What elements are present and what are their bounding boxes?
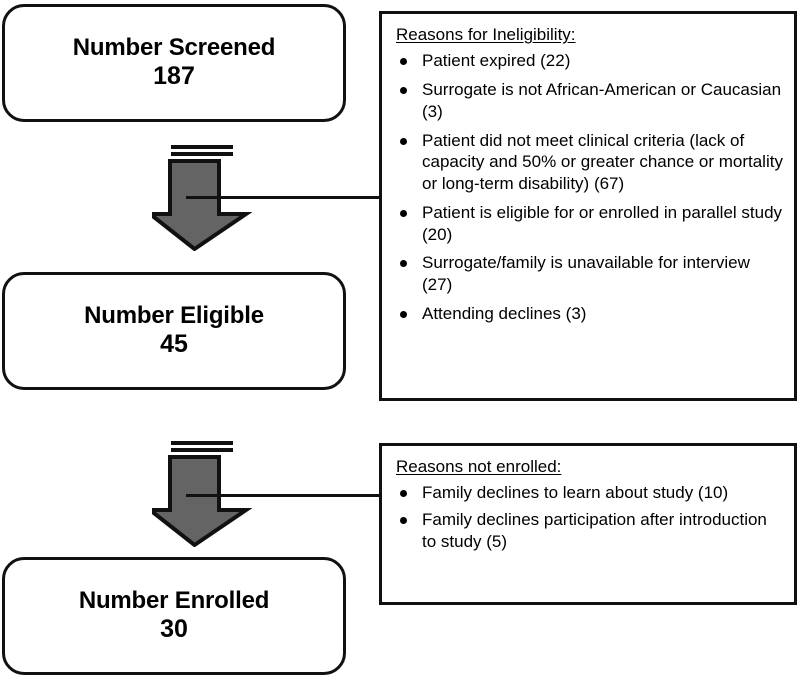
node-number-enrolled-title: Number Enrolled — [78, 587, 270, 615]
node-number-screened-count: 187 — [153, 62, 195, 91]
bullet-icon — [400, 517, 407, 524]
connector-line-ineligibility — [186, 196, 382, 199]
node-number-enrolled: Number Enrolled 30 — [2, 557, 346, 675]
node-number-eligible-title: Number Eligible — [84, 302, 264, 330]
node-number-eligible: Number Eligible 45 — [2, 272, 346, 390]
list-item: Patient did not meet clinical criteria (… — [395, 130, 783, 195]
bullet-icon — [400, 58, 407, 66]
panel-heading-not-enrolled: Reasons not enrolled: — [396, 457, 562, 476]
bullet-icon — [400, 209, 407, 217]
list-item-text: Family declines participation after intr… — [422, 510, 767, 551]
flow-arrow-eligible-to-enrolled — [144, 441, 253, 552]
node-number-eligible-count: 45 — [160, 330, 188, 359]
reason-list-ineligibility: Patient expired (22) Surrogate is not Af… — [395, 50, 783, 324]
node-number-screened-title: Number Screened — [72, 34, 276, 62]
panel-reasons-not-enrolled: Reasons not enrolled: Family declines to… — [379, 443, 797, 605]
connector-line-not-enrolled — [186, 494, 382, 497]
node-number-screened: Number Screened 187 — [2, 4, 346, 122]
list-item-text: Patient is eligible for or enrolled in p… — [422, 202, 783, 244]
panel-reasons-for-ineligibility: Reasons for Ineligibility: Patient expir… — [379, 11, 797, 401]
list-item: Surrogate/family is unavailable for inte… — [395, 252, 783, 296]
panel-heading-ineligibility: Reasons for Ineligibility: — [396, 25, 576, 44]
arrow-bar-upper — [171, 441, 233, 445]
reason-list-not-enrolled: Family declines to learn about study (10… — [395, 482, 783, 552]
arrow-bar-upper — [171, 145, 233, 149]
list-item: Surrogate is not African-American or Cau… — [395, 79, 783, 123]
list-item: Attending declines (3) — [395, 303, 783, 325]
arrow-bar-lower — [171, 448, 233, 452]
bullet-icon — [400, 260, 407, 268]
bullet-icon — [400, 490, 407, 498]
list-item-text: Patient did not meet clinical criteria (… — [422, 130, 783, 194]
down-arrow-icon — [144, 159, 253, 256]
list-item: Family declines to learn about study (10… — [395, 482, 783, 504]
list-item-text: Family declines to learn about study (10… — [422, 483, 729, 503]
list-item-text: Surrogate/family is unavailable for inte… — [422, 253, 750, 294]
list-item: Patient expired (22) — [395, 50, 783, 72]
bullet-icon — [400, 137, 407, 145]
bullet-icon — [400, 87, 407, 94]
down-arrow-icon — [144, 455, 253, 552]
list-item-text: Patient expired (22) — [422, 51, 571, 71]
arrow-bar-lower — [171, 152, 233, 156]
list-item: Patient is eligible for or enrolled in p… — [395, 202, 783, 246]
list-item-text: Surrogate is not African-American or Cau… — [422, 80, 782, 121]
list-item: Family declines participation after intr… — [395, 509, 783, 553]
list-item-text: Attending declines (3) — [422, 303, 587, 323]
bullet-icon — [400, 310, 407, 318]
node-number-enrolled-count: 30 — [160, 615, 188, 644]
flow-arrow-screened-to-eligible — [144, 145, 253, 256]
